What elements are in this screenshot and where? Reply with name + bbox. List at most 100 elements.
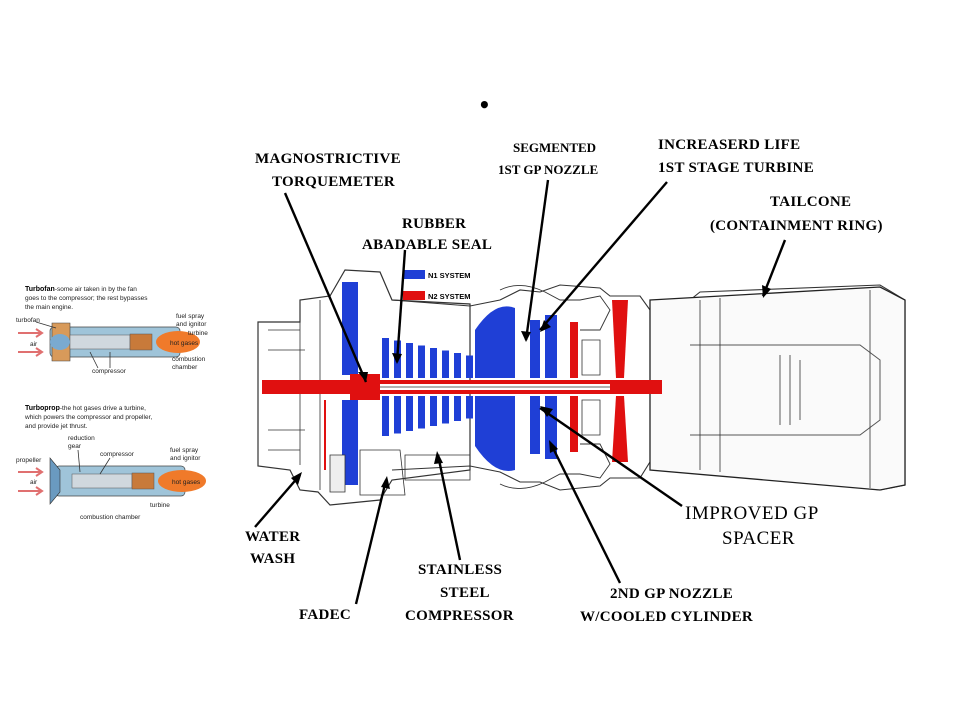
tailcone-struts: [779, 355, 801, 425]
compressor-blade: [418, 345, 425, 378]
turbofan-inset: Turbofan-some air taken in by the fan go…: [16, 286, 208, 375]
callout-spacer-1: IMPROVED GP: [685, 503, 819, 524]
compressor-blade: [466, 355, 473, 378]
tail-leader: [761, 239, 787, 297]
engine-cutaway: N1 SYSTEM N2 SYSTEM: [257, 269, 906, 506]
turboprop-reduction-2: gear: [68, 443, 82, 450]
callout-life-2: 1ST STAGE TURBINE: [658, 160, 814, 176]
turboprop-fuel-2: and ignitor: [170, 455, 201, 462]
turboprop-title: Turboprop-the hot gases drive a turbine,: [25, 405, 146, 412]
compressor-blade: [466, 396, 473, 419]
compressor-blade: [430, 396, 437, 426]
turbofan-fuel-label-2: and ignitor: [176, 321, 207, 328]
callout-gp2-1: 2ND GP NOZZLE: [610, 586, 733, 602]
steel-arrowhead: [434, 451, 443, 464]
accessory-gearbox: [329, 454, 346, 493]
turbofan-hot-gas: [156, 331, 200, 353]
compressor-blade: [442, 396, 449, 424]
callout-seal-2: ABADABLE SEAL: [362, 237, 492, 253]
callout-fadec: FADEC: [299, 607, 351, 623]
inlet-struts: [268, 329, 305, 451]
lower-housing: [404, 454, 471, 481]
turbine-stage-1-top: [530, 320, 540, 378]
turboprop-desc-3: and provide jet thrust.: [25, 423, 88, 430]
turbofan-air-arrow-1: [18, 328, 44, 338]
callout-labels: MAGNOSTRICTIVE TORQUEMETER RUBBER ABADAB…: [245, 137, 882, 625]
callout-gp2-2: W/COOLED CYLINDER: [580, 609, 753, 625]
callout-steel-3: COMPRESSOR: [405, 608, 514, 624]
turboprop-propeller-label: propeller: [16, 457, 42, 464]
turbofan-compressor-label: compressor: [92, 368, 127, 375]
compressor-blade: [454, 353, 461, 378]
turbofan-comb-label-2: chamber: [172, 364, 198, 371]
nozzle-arrowhead: [521, 331, 531, 342]
callout-steel-1: STAINLESS: [418, 562, 502, 578]
turboprop-air-label: air: [30, 479, 38, 486]
turbofan-air-arrow-2: [18, 347, 44, 357]
tail-arrowhead: [762, 285, 771, 298]
tailcone-inner: [690, 344, 881, 436]
turbofan-fuel-label-1: fuel spray: [176, 313, 205, 320]
fadec-leader: [354, 479, 388, 605]
combustor-outline-bottom: [499, 443, 611, 489]
centrifugal-impeller-top: [475, 306, 515, 378]
callout-spacer-2: SPACER: [722, 528, 795, 549]
turbofan-fan-leader: [35, 321, 57, 329]
compressor-blade: [406, 396, 413, 431]
turbofan-spinner: [50, 334, 70, 350]
compressor-blades-lower: [382, 396, 473, 436]
callout-nozzle-2: 1ST GP NOZZLE: [498, 162, 598, 177]
turboprop-fuel-1: fuel spray: [170, 447, 199, 454]
gp2-arrowhead: [549, 440, 558, 453]
bearing-housings: [581, 339, 601, 436]
wash-leader: [254, 474, 301, 528]
top-dot: •: [478, 93, 491, 117]
callout-life-1: INCREASERD LIFE: [658, 137, 800, 153]
callout-torquemeter-1: MAGNOSTRICTIVE: [255, 151, 401, 167]
turbofan-air-label: air: [30, 341, 38, 348]
turboprop-air-arrow-2: [18, 486, 44, 496]
centrifugal-impeller-bottom: [475, 396, 515, 471]
callout-steel-2: STEEL: [440, 585, 490, 601]
turbine-stage-1-bottom: [530, 396, 540, 454]
life-arrowhead: [540, 320, 551, 332]
turboprop-hot-gas: [158, 470, 206, 492]
turboprop-inset: Turboprop-the hot gases drive a turbine,…: [16, 405, 206, 521]
turboprop-comb-label: combustion chamber: [80, 514, 141, 521]
seal-leader: [395, 249, 407, 363]
compressor-blade: [418, 396, 425, 429]
fadec-unit: [359, 449, 406, 496]
compressor-blade: [430, 348, 437, 378]
nozzle-leader: [524, 179, 550, 341]
tailcone-ribs: [699, 290, 871, 488]
tailcone-body: [649, 286, 906, 491]
turboprop-turbine-label: turbine: [150, 502, 170, 509]
turbofan-hot-label: hot gases: [170, 340, 199, 347]
callout-seal-1: RUBBER: [402, 216, 466, 232]
callout-nozzle-1: SEGMENTED: [513, 140, 596, 155]
legend-n2-swatch: [403, 291, 425, 300]
leader-lines: [254, 179, 787, 605]
compressor-blade: [454, 396, 461, 421]
seal-arrowhead: [392, 353, 402, 364]
gp2-leader: [549, 443, 622, 584]
turboprop-title-word: Turboprop: [25, 405, 60, 412]
turboprop-propeller: [49, 457, 61, 505]
compressor-blade: [406, 343, 413, 378]
power-turbine-rear-top: [612, 300, 628, 378]
turbofan-compressor-leader: [89, 351, 111, 369]
n1-inlet-stage-top: [342, 282, 358, 375]
legend-n1-label: N1 SYSTEM: [428, 271, 471, 280]
turboprop-compressor-label: compressor: [100, 451, 135, 458]
callout-tail-1: TAILCONE: [770, 194, 851, 210]
legend-n1-swatch: [403, 270, 425, 279]
callout-wash-1: WATER: [245, 529, 300, 545]
turbofan-title: Turbofan-some air taken in by the fan: [25, 286, 137, 293]
turbofan-combustor: [129, 333, 153, 351]
turboprop-leaders: [77, 449, 111, 475]
turbofan-title-word: Turbofan: [25, 286, 55, 293]
compressor-blade: [394, 396, 401, 434]
turbofan-desc-1: -some air taken in by the fan: [55, 286, 137, 293]
combustor-outline-top: [499, 285, 611, 331]
